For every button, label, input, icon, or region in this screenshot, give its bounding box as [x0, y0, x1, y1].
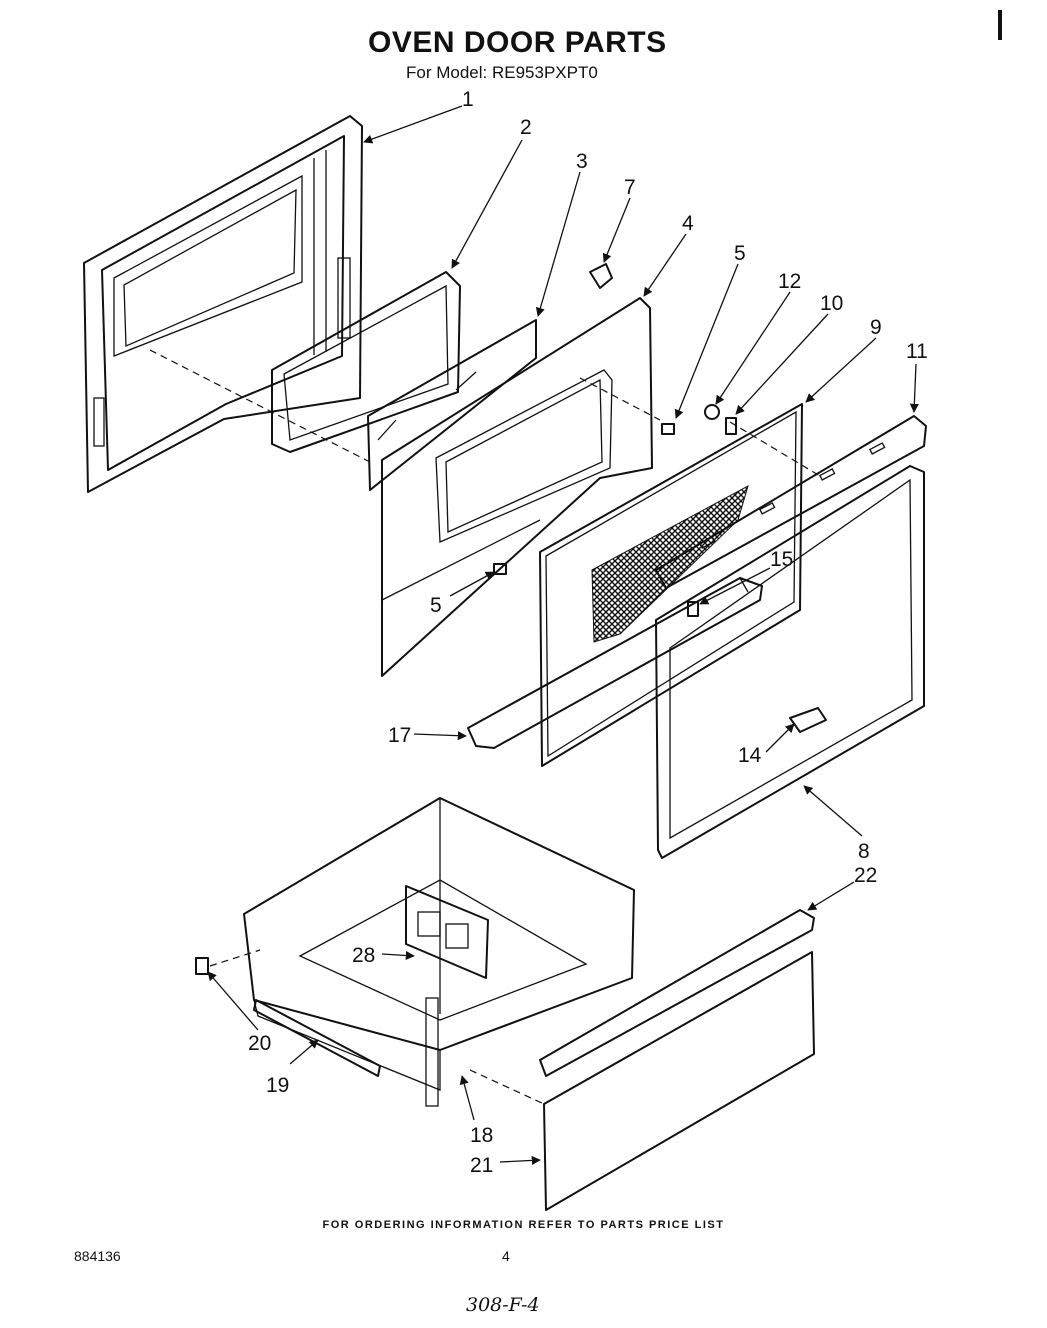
- door-gasket: [271, 271, 461, 453]
- callout-11: 11: [906, 340, 928, 363]
- door-glass: [367, 319, 537, 491]
- callout-4: 4: [682, 212, 694, 235]
- inner-door-panel: [381, 297, 653, 677]
- callout-2: 2: [520, 116, 532, 139]
- alignment-line: [469, 1069, 545, 1105]
- latch-14: [789, 707, 827, 733]
- callout-10: 10: [820, 292, 843, 315]
- drawer-front-21: [543, 951, 815, 1211]
- outer-door-panel: [83, 115, 363, 493]
- vent-panel: [539, 403, 803, 767]
- callout-1: 1: [462, 88, 474, 111]
- storage-drawer: [243, 797, 635, 1107]
- handwritten-reference: 308-F-4: [466, 1294, 540, 1316]
- alignment-line: [149, 349, 371, 463]
- pad-5-lower: [493, 563, 507, 575]
- clip-20: [195, 957, 209, 975]
- ordering-note: FOR ORDERING INFORMATION REFER TO PARTS …: [322, 1219, 725, 1231]
- callout-3: 3: [576, 150, 588, 173]
- callout-5: 5: [734, 242, 746, 265]
- screw-12: [704, 404, 720, 420]
- callout-8: 8: [858, 840, 870, 863]
- callout-28: 28: [352, 944, 375, 967]
- scan-corner-mark: [998, 10, 1002, 40]
- bracket-10: [725, 417, 737, 435]
- drawer-rail-19: [253, 999, 381, 1077]
- door-frame: [655, 465, 925, 859]
- callout-15: 15: [770, 548, 793, 571]
- alignment-line: [209, 949, 261, 967]
- pad-5-upper: [661, 423, 675, 435]
- callout-12: 12: [778, 270, 801, 293]
- clip-7: [589, 263, 613, 289]
- callout-20: 20: [248, 1032, 271, 1055]
- lower-trim-rail: [467, 577, 763, 749]
- callout-14: 14: [738, 744, 762, 767]
- callout-9: 9: [870, 316, 882, 339]
- page-title: OVEN DOOR PARTS: [368, 26, 667, 59]
- alignment-line: [579, 377, 661, 421]
- callout-19: 19: [266, 1074, 289, 1097]
- handle-bar: [655, 415, 927, 589]
- document-number: 884136: [74, 1248, 121, 1264]
- callout-7: 7: [624, 176, 636, 199]
- clip-15: [687, 601, 699, 617]
- page-number: 4: [502, 1248, 510, 1264]
- callout-5-lower: 5: [430, 594, 442, 617]
- trim-strip-22: [539, 909, 815, 1077]
- callout-17: 17: [388, 724, 411, 747]
- model-subtitle: For Model: RE953PXPT0: [406, 63, 598, 82]
- callout-18: 18: [470, 1124, 493, 1147]
- callout-21: 21: [470, 1154, 493, 1177]
- alignment-line: [729, 421, 821, 477]
- callout-22: 22: [854, 864, 877, 887]
